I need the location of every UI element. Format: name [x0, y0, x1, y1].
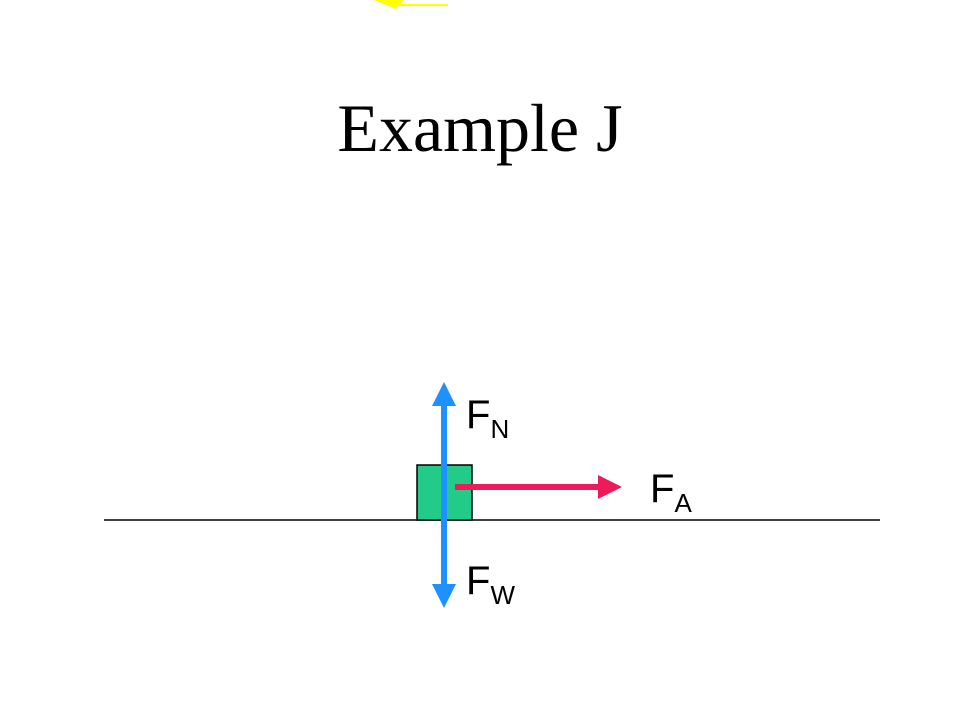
weight-force-subscript: W	[490, 580, 515, 610]
slide-title: Example J	[337, 90, 623, 166]
normal-force-label: FN	[466, 393, 509, 444]
normal-force-subscript: N	[490, 414, 509, 444]
applied-force-arrow	[455, 475, 622, 499]
weight-force-label: FW	[466, 559, 515, 610]
applied-force-subscript: A	[674, 488, 692, 518]
back-arrow-icon[interactable]	[372, 0, 452, 14]
applied-force-label: FA	[650, 467, 692, 518]
back-arrow-shape	[374, 0, 448, 9]
weight-force-symbol: F	[466, 559, 490, 603]
normal-force-symbol: F	[466, 393, 490, 437]
weight-force-arrow	[432, 520, 456, 608]
normal-force-arrow	[432, 382, 456, 520]
applied-force-symbol: F	[650, 467, 674, 511]
